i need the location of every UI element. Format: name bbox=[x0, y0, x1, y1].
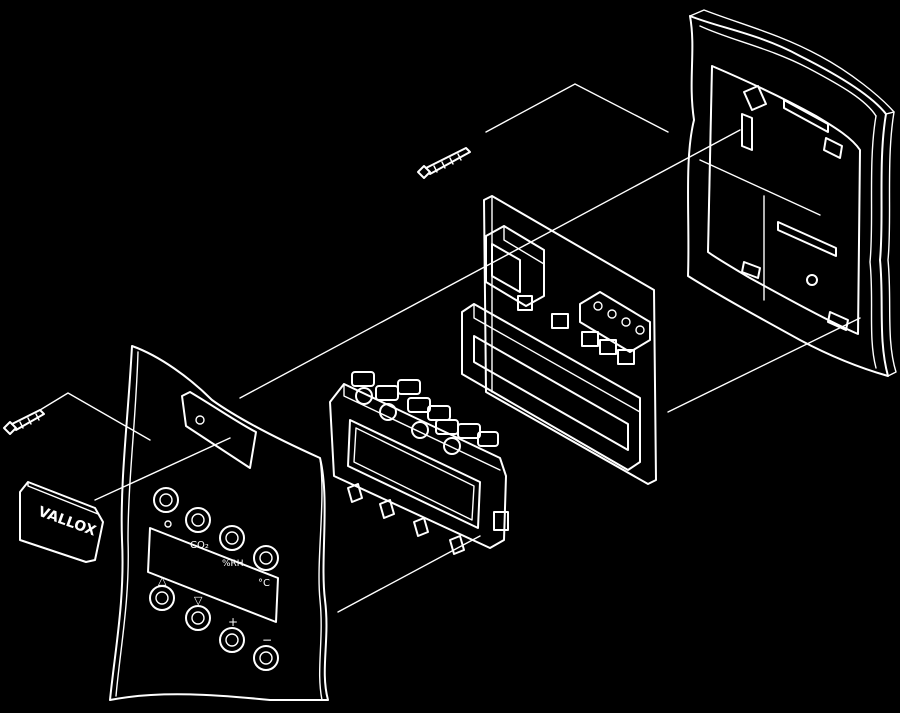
label-rh: %RH bbox=[222, 559, 244, 569]
top-screw bbox=[417, 147, 471, 179]
keypad-buttons bbox=[149, 487, 279, 671]
frame-top-posts bbox=[351, 371, 499, 455]
terminal-block bbox=[517, 291, 651, 365]
relay-component bbox=[485, 225, 545, 307]
frame-bottom-pins bbox=[347, 483, 509, 555]
label-minus: − bbox=[262, 633, 272, 647]
label-up: △ bbox=[158, 574, 167, 587]
label-plus: + bbox=[228, 615, 238, 629]
assembly-guide-lines bbox=[39, 83, 861, 613]
housing-internal-features bbox=[741, 85, 849, 331]
label-co2: CO₂ bbox=[190, 540, 209, 551]
back-housing bbox=[687, 9, 897, 377]
front-cover-panel: CO₂ %RH °C △ ▽ + − bbox=[109, 345, 329, 701]
circuit-board bbox=[461, 195, 657, 485]
label-temp: °C bbox=[258, 578, 270, 589]
button-frame bbox=[329, 371, 509, 555]
label-down: ▽ bbox=[194, 594, 203, 607]
left-screw bbox=[3, 409, 45, 435]
brand-badge-text: VALLOX bbox=[36, 504, 98, 540]
lcd-module bbox=[461, 303, 641, 471]
brand-badge: VALLOX bbox=[19, 481, 104, 563]
